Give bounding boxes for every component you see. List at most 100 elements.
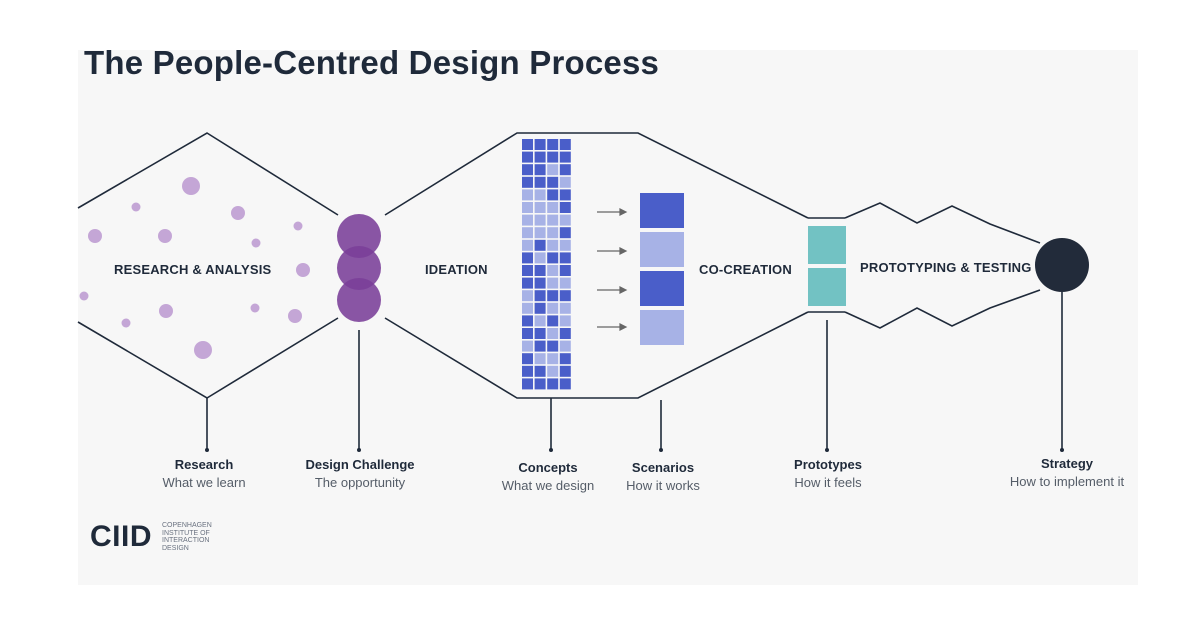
concept-cell xyxy=(522,290,533,302)
concept-cell xyxy=(534,353,546,365)
concept-cell xyxy=(547,227,559,239)
concept-cell xyxy=(547,290,559,302)
concept-cell xyxy=(547,277,559,289)
page-title: The People-Centred Design Process xyxy=(84,44,660,81)
concept-cell xyxy=(547,202,559,213)
concept-cell xyxy=(534,164,546,176)
concept-cell xyxy=(522,328,533,339)
caption-strategy: Strategy How to implement it xyxy=(1010,456,1124,489)
concept-cell xyxy=(559,227,571,239)
caption-title: Strategy xyxy=(1040,456,1094,471)
research-dots xyxy=(79,177,310,359)
caption-title: Research xyxy=(174,457,234,472)
concept-cell xyxy=(534,302,546,314)
concept-cell xyxy=(559,265,571,276)
design-challenge-circles xyxy=(337,214,381,322)
concept-cell xyxy=(559,340,571,352)
concept-cell xyxy=(547,315,559,327)
concept-cell xyxy=(547,214,559,226)
concept-cell xyxy=(559,302,571,314)
concept-cell xyxy=(534,227,546,239)
concept-cell xyxy=(547,139,559,150)
concept-cell xyxy=(522,265,533,276)
concept-cell xyxy=(522,277,533,289)
concept-cell xyxy=(522,202,533,213)
caption-title: Scenarios xyxy=(631,460,695,475)
research-hexagon-outline-bottom xyxy=(77,317,339,399)
concept-cell xyxy=(559,189,571,201)
concepts-grid xyxy=(522,139,571,390)
concept-cell xyxy=(534,239,546,251)
concept-cell xyxy=(547,176,559,188)
concept-cell xyxy=(547,328,559,339)
logo-mark: CIID xyxy=(90,520,152,553)
caption-subtitle: How it feels xyxy=(794,475,862,490)
ideation-funnel-bottom xyxy=(384,311,809,399)
concept-cell xyxy=(547,252,559,264)
concept-cell xyxy=(534,277,546,289)
stage-ideation: IDEATION xyxy=(425,262,488,277)
concept-cell xyxy=(534,290,546,302)
concept-cell xyxy=(534,252,546,264)
concept-cell xyxy=(534,151,546,163)
caption-design-challenge: Design Challenge The opportunity xyxy=(305,457,414,490)
concept-cell xyxy=(559,151,571,163)
concept-cell xyxy=(522,252,533,264)
concept-cell xyxy=(534,315,546,327)
concept-cell xyxy=(522,164,533,176)
concept-cell xyxy=(559,365,571,377)
concept-cell xyxy=(547,378,559,390)
concept-cell xyxy=(559,139,571,150)
concept-cell xyxy=(547,239,559,251)
concept-cell xyxy=(547,265,559,276)
caption-prototypes: Prototypes How it feels xyxy=(794,457,862,490)
caption-subtitle: What we design xyxy=(501,478,595,493)
prototyping-zigzag-top xyxy=(844,202,1041,244)
concept-cell xyxy=(534,265,546,276)
concept-cell xyxy=(534,328,546,339)
concept-cell xyxy=(522,227,533,239)
caption-subtitle: What we learn xyxy=(162,475,246,490)
concept-cell xyxy=(534,189,546,201)
concept-cell xyxy=(547,302,559,314)
concept-cell xyxy=(522,189,533,201)
scenario-squares xyxy=(640,193,684,345)
concept-cell xyxy=(522,340,533,352)
caption-research: Research What we learn xyxy=(162,457,245,490)
concept-cell xyxy=(559,252,571,264)
caption-title: Concepts xyxy=(518,460,578,475)
concept-cell xyxy=(559,290,571,302)
concept-cell xyxy=(522,365,533,377)
concept-cell xyxy=(522,315,533,327)
stage-co-creation: CO-CREATION xyxy=(699,262,792,277)
concept-cell xyxy=(559,277,571,289)
concept-cell xyxy=(522,139,533,150)
diagram-background xyxy=(78,50,1138,585)
caption-subtitle: The opportunity xyxy=(314,475,406,490)
concept-cell xyxy=(547,340,559,352)
connector-dots xyxy=(205,448,1064,452)
concept-cell xyxy=(534,176,546,188)
concept-cell xyxy=(559,353,571,365)
concept-cell xyxy=(559,378,571,390)
concept-cell xyxy=(547,353,559,365)
logo-fullname: COPENHAGEN INSTITUTE OF INTERACTION DESI… xyxy=(162,522,212,552)
concept-cell xyxy=(534,202,546,213)
concept-cell xyxy=(559,176,571,188)
concept-cell xyxy=(522,176,533,188)
research-hexagon-outline xyxy=(77,132,339,216)
concept-cell xyxy=(559,214,571,226)
concept-cell xyxy=(534,378,546,390)
concept-cell xyxy=(559,328,571,339)
concept-cell xyxy=(534,214,546,226)
ciid-logo: CIID COPENHAGEN INSTITUTE OF INTERACTION… xyxy=(90,520,226,554)
caption-scenarios: Scenarios How it works xyxy=(626,460,700,493)
concept-cell xyxy=(559,315,571,327)
concept-cell xyxy=(547,151,559,163)
concept-cell xyxy=(559,239,571,251)
concept-cell xyxy=(534,365,546,377)
concept-cell xyxy=(522,302,533,314)
concept-cell xyxy=(534,139,546,150)
concept-cell xyxy=(547,365,559,377)
